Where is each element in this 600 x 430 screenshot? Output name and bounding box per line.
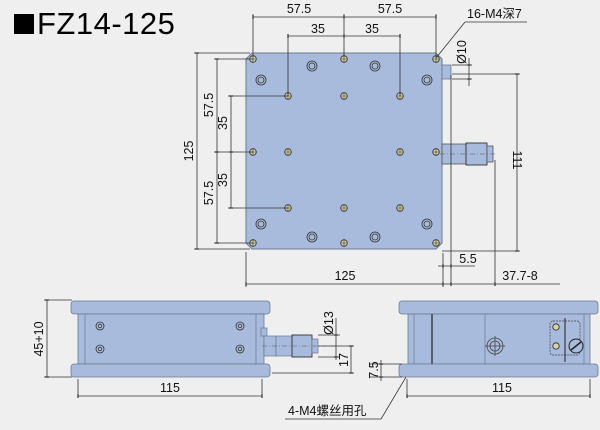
dim-bottom-width: 125 bbox=[335, 269, 356, 283]
dim-front-knob-dia: Ø13 bbox=[322, 311, 336, 335]
front-micrometer-knob bbox=[260, 327, 335, 358]
dim-left-inner-top: 35 bbox=[216, 116, 230, 130]
dim-front-knob-height: 17 bbox=[337, 353, 351, 367]
front-view: 45+10 115 Ø13 17 bbox=[32, 299, 354, 398]
counterbore-hole bbox=[423, 76, 431, 84]
callout-mount: 4-M4螺丝用孔 bbox=[288, 404, 367, 418]
side-view: 7.5 115 4-M4螺丝用孔 bbox=[285, 300, 599, 420]
front-base-plate bbox=[70, 363, 271, 378]
title-square-icon bbox=[14, 14, 34, 34]
counterbore-hole bbox=[255, 218, 267, 230]
tapped-hole-cross bbox=[397, 149, 403, 155]
top-plate bbox=[245, 52, 443, 250]
model-title: FZ14-125 bbox=[14, 6, 175, 42]
dim-left-inner-bottom: 35 bbox=[216, 173, 230, 187]
dim-side-base: 7.5 bbox=[367, 361, 381, 378]
counterbore-hole bbox=[306, 60, 318, 72]
side-base-plate bbox=[398, 363, 599, 378]
tapped-hole-cross bbox=[341, 93, 347, 99]
counterbore-hole bbox=[371, 62, 379, 70]
dim-front-width: 115 bbox=[160, 381, 180, 395]
tapped-hole-cross bbox=[285, 149, 291, 155]
dim-offset: 5.5 bbox=[459, 252, 476, 266]
model-title-text: FZ14-125 bbox=[37, 6, 176, 41]
counterbore-hole bbox=[257, 220, 265, 228]
tapped-hole-cross bbox=[397, 205, 403, 211]
dim-top-inner-right: 35 bbox=[365, 22, 379, 36]
dim-top-inner-left: 35 bbox=[311, 22, 325, 36]
dim-left-outer-bottom: 57.5 bbox=[202, 181, 216, 205]
counterbore-hole bbox=[308, 62, 316, 70]
counterbore-hole bbox=[306, 231, 318, 243]
counterbore-hole bbox=[257, 76, 265, 84]
counterbore-hole bbox=[308, 233, 316, 241]
dim-top-outer-right: 57.5 bbox=[378, 2, 402, 16]
counterbore-hole bbox=[255, 74, 267, 86]
dim-top-knob-dia: Ø10 bbox=[455, 40, 469, 64]
front-screws bbox=[95, 321, 245, 354]
counterbore-hole bbox=[369, 60, 381, 72]
front-top-plate bbox=[70, 300, 271, 315]
top-view: 57.5 57.5 35 35 16-M4深7 125 57.5 57.5 bbox=[182, 2, 560, 287]
dim-side-width: 115 bbox=[492, 381, 512, 395]
side-top-plate bbox=[398, 300, 599, 315]
tapped-hole-cross bbox=[433, 149, 439, 155]
counterbore-hole bbox=[421, 74, 433, 86]
front-body bbox=[77, 313, 265, 365]
dim-height-111: 111 bbox=[510, 150, 524, 169]
dim-front-height: 45+10 bbox=[32, 321, 46, 356]
dim-left-outer-top: 57.5 bbox=[202, 93, 216, 117]
dim-left-total: 125 bbox=[182, 141, 196, 162]
tapped-hole-cross bbox=[433, 240, 439, 246]
side-clamp-block bbox=[549, 318, 584, 362]
counterbore-hole bbox=[371, 233, 379, 241]
tapped-hole-cross bbox=[341, 205, 347, 211]
dim-travel: 37.7-8 bbox=[502, 269, 537, 283]
counterbore-hole bbox=[369, 231, 381, 243]
tapped-hole-cross bbox=[341, 240, 347, 246]
counterbore-hole bbox=[421, 218, 433, 230]
side-lock-screw bbox=[485, 336, 505, 356]
callout-holes: 16-M4深7 bbox=[467, 7, 522, 21]
top-micrometer-knob bbox=[440, 64, 495, 166]
dim-top-outer-left: 57.5 bbox=[287, 2, 311, 16]
counterbore-hole bbox=[423, 220, 431, 228]
